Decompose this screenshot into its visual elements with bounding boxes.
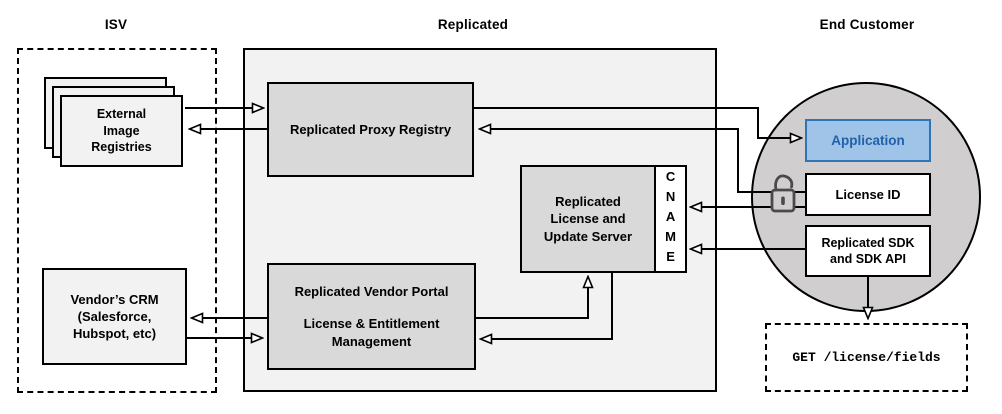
external-image-registries-node: External Image Registries — [60, 95, 183, 167]
api-call-box: GET /license/fields — [765, 323, 968, 392]
proxy-registry-node: Replicated Proxy Registry — [267, 82, 474, 177]
license-id-node: License ID — [805, 173, 931, 216]
cname-strip: CNAME — [654, 165, 687, 273]
vendor-portal-subtitle: License & Entitlement Management — [303, 316, 440, 349]
vendor-portal-node: Replicated Vendor Portal License & Entit… — [267, 263, 476, 370]
end-customer-section-title: End Customer — [819, 17, 915, 32]
isv-section-boundary — [17, 48, 217, 393]
license-update-server-node: Replicated License and Update Server — [520, 165, 656, 273]
cname-label: CNAME — [663, 169, 679, 269]
vendor-crm-node: Vendor’s CRM (Salesforce, Hubspot, etc) — [42, 268, 187, 365]
application-node: Application — [805, 119, 931, 162]
replicated-sdk-node: Replicated SDK and SDK API — [805, 225, 931, 277]
vendor-portal-title: Replicated Vendor Portal — [294, 284, 449, 300]
isv-section-title: ISV — [104, 17, 128, 32]
unlocked-padlock-icon — [770, 174, 796, 213]
replicated-section-title: Replicated — [437, 17, 509, 32]
api-call-label: GET /license/fields — [792, 350, 941, 365]
